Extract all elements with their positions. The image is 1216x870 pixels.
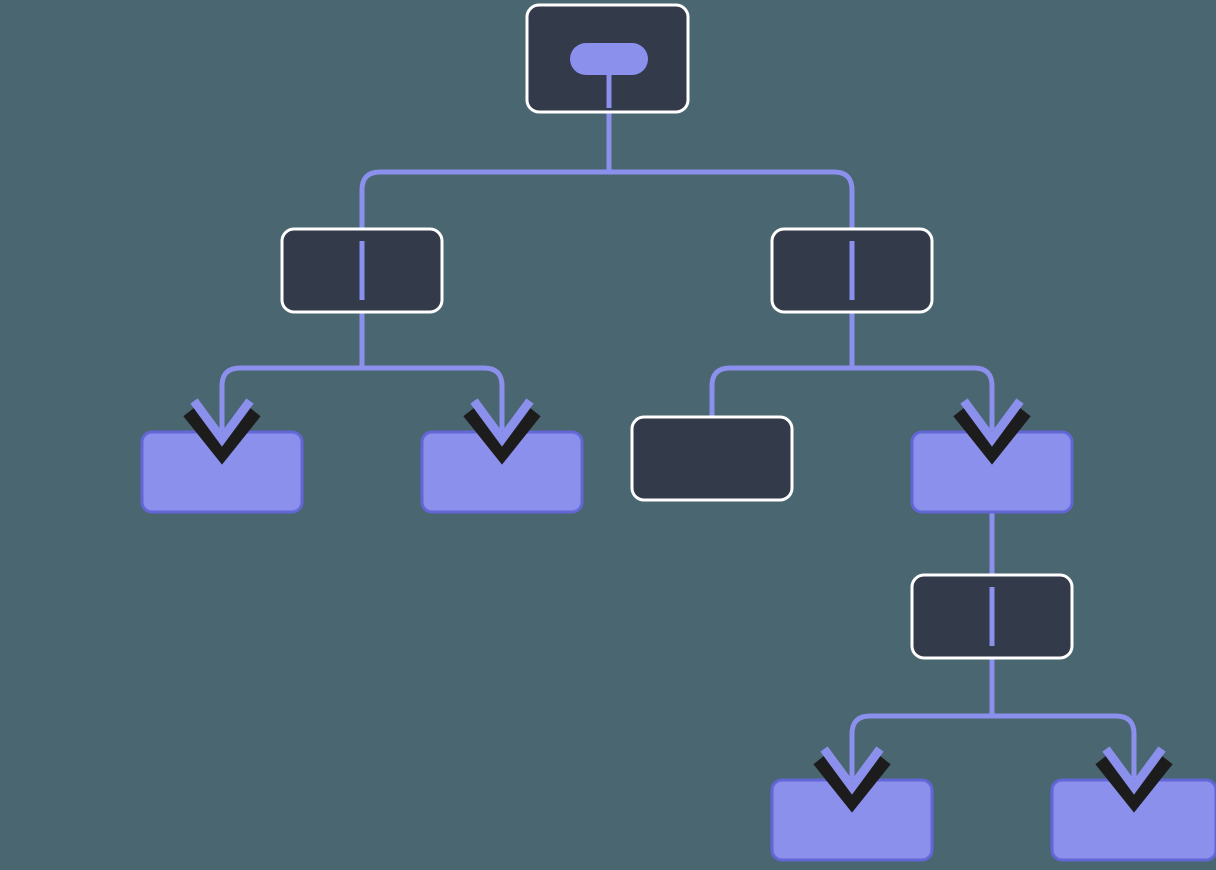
edge-level1-left-to-leaf2	[362, 365, 505, 436]
node-body[interactable]	[630, 415, 794, 502]
arrowhead-leaf4b	[1095, 746, 1173, 813]
arrowhead-chevron	[820, 746, 884, 795]
edges-layer	[219, 59, 1137, 784]
arrowheads-layer	[183, 398, 1173, 813]
arrowhead-shadow-chevron	[183, 405, 261, 465]
line-through-layer	[359, 241, 995, 646]
arrowhead-shadow-chevron	[463, 405, 541, 465]
edge-level1-left-to-leaf1	[219, 365, 362, 436]
arrowhead-leaf1	[183, 398, 261, 465]
edge-level3-to-leaf4b	[992, 713, 1137, 784]
arrowhead-chevron	[190, 398, 254, 447]
nodes-layer	[140, 3, 1216, 862]
root-node[interactable]	[525, 3, 690, 114]
arrowhead-shadow-chevron	[953, 405, 1031, 465]
arrowhead-shadow-chevron	[813, 753, 891, 813]
edge-level1-right-to-leaf3	[852, 365, 995, 436]
edge-root-to-level1-left	[359, 169, 609, 312]
edge-level3-to-leaf4a	[849, 713, 992, 784]
arrowhead-shadow-chevron	[1095, 753, 1173, 813]
arrowhead-chevron	[960, 398, 1024, 447]
root-pill-marker	[570, 43, 648, 75]
edge-root-to-level1-right	[609, 169, 855, 312]
arrowhead-chevron	[470, 398, 534, 447]
arrowhead-leaf4a	[813, 746, 891, 813]
edge-level1-right-to-dark	[709, 365, 852, 419]
level2-dark-node[interactable]	[630, 415, 794, 502]
arrowhead-leaf3	[953, 398, 1031, 465]
arrowhead-leaf2	[463, 398, 541, 465]
arrowhead-chevron	[1102, 746, 1166, 795]
